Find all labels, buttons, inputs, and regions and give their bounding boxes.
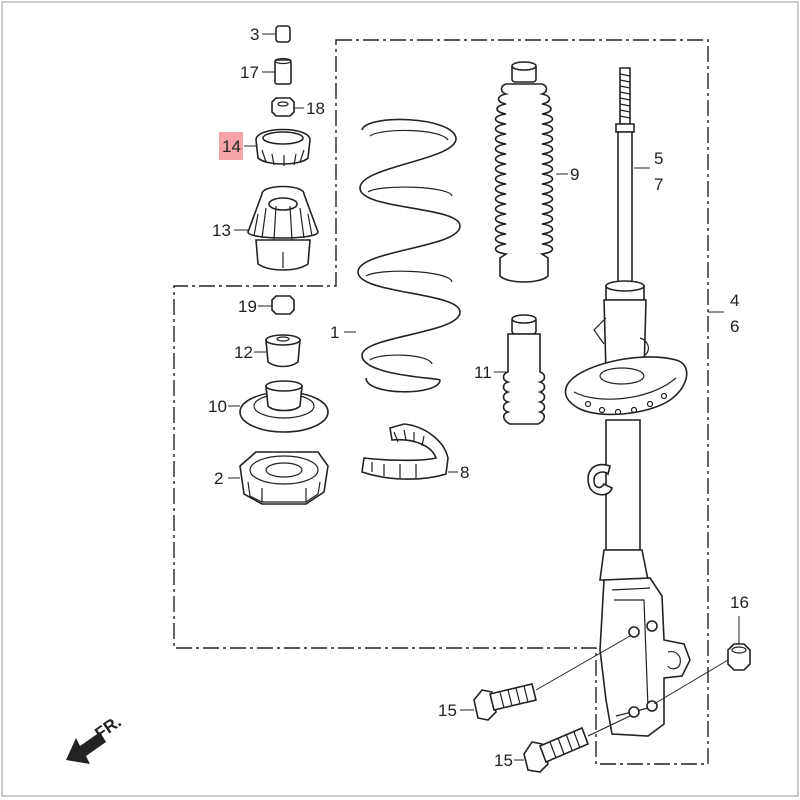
part-1-coil-spring[interactable] <box>344 118 461 393</box>
callout-19[interactable]: 19 <box>238 297 257 316</box>
callout-4[interactable]: 4 <box>730 291 739 310</box>
part-13-upper-mount[interactable] <box>234 185 319 271</box>
part-16-flange-nut[interactable] <box>653 616 751 705</box>
callout-14[interactable]: 14 <box>222 137 241 156</box>
part-19-nut[interactable] <box>258 295 295 315</box>
callout-10[interactable]: 10 <box>208 397 227 416</box>
part-5-7-piston-rod[interactable] <box>615 67 650 283</box>
front-direction-arrow: FR. <box>66 712 125 764</box>
part-11-bump-stop[interactable] <box>494 314 546 425</box>
part-15-bolt-upper[interactable] <box>460 635 631 721</box>
part-14-bearing[interactable] <box>244 128 311 167</box>
callout-5[interactable]: 5 <box>654 149 663 168</box>
callout-14-highlight <box>219 132 243 160</box>
part-2-mount-bracket[interactable] <box>228 451 329 505</box>
part-15-bolt-lower[interactable] <box>514 715 631 773</box>
callout-6[interactable]: 6 <box>730 317 739 336</box>
callout-16[interactable]: 16 <box>730 593 749 612</box>
part-9-dust-boot[interactable] <box>494 61 569 283</box>
part-12-bushing[interactable] <box>254 334 301 368</box>
part-8-lower-seat-rubber[interactable] <box>361 423 458 480</box>
assembly-group-outline <box>173 39 709 765</box>
callout-8[interactable]: 8 <box>460 463 469 482</box>
callout-7[interactable]: 7 <box>654 175 663 194</box>
callout-15-lower[interactable]: 15 <box>494 751 513 770</box>
callout-17[interactable]: 17 <box>240 63 259 82</box>
callout-12[interactable]: 12 <box>234 343 253 362</box>
part-10-spring-seat[interactable] <box>228 380 329 433</box>
callout-1[interactable]: 1 <box>330 323 339 342</box>
callout-18[interactable]: 18 <box>306 99 325 118</box>
callout-15-upper[interactable]: 15 <box>438 701 457 720</box>
part-18-nut[interactable] <box>271 97 304 117</box>
strut-body[interactable] <box>564 280 691 737</box>
part-3-cap[interactable] <box>262 25 291 43</box>
part-17-collar[interactable] <box>262 57 292 85</box>
callout-11[interactable]: 11 <box>474 363 492 382</box>
callout-13[interactable]: 13 <box>212 221 231 240</box>
callout-3[interactable]: 3 <box>250 25 259 44</box>
callout-9[interactable]: 9 <box>570 165 579 184</box>
callout-2[interactable]: 2 <box>214 469 223 488</box>
